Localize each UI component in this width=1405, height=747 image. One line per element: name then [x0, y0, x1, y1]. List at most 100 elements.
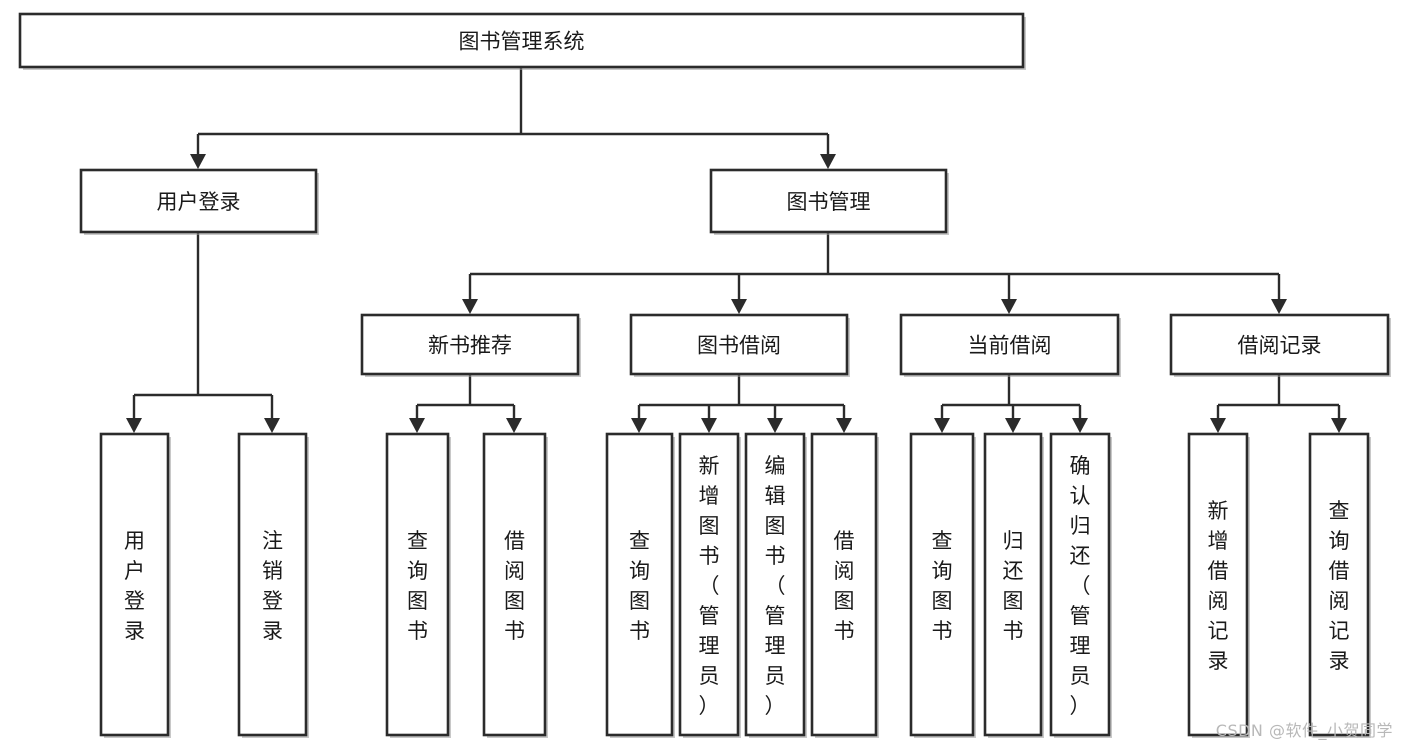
node-current-borrow[interactable]: 当前借阅	[899, 313, 1121, 377]
connector-bus-root	[198, 67, 828, 136]
connector-bus-new-book-rec	[417, 374, 514, 407]
node-label-char: 记	[1208, 619, 1229, 643]
node-label: 图书借阅	[697, 334, 781, 358]
node-label-char: 图	[407, 589, 428, 613]
node-label-char: 还	[1003, 559, 1024, 583]
node-label-char: 书	[932, 619, 953, 643]
arrow-to-leaf-add-record	[1210, 405, 1226, 433]
node-label-char: 录	[262, 619, 283, 643]
node-root[interactable]: 图书管理系统	[18, 12, 1026, 70]
connector-bus-user-login	[134, 232, 272, 397]
node-label-char: 增	[699, 484, 720, 508]
node-book-borrow[interactable]: 图书借阅	[629, 313, 850, 377]
node-label-char: 归	[1003, 529, 1024, 553]
node-label-char: 理	[699, 634, 720, 658]
node-label-char: ）	[1070, 694, 1091, 718]
node-label: 图书管理系统	[459, 30, 585, 54]
node-label-char: 新	[699, 454, 720, 478]
node-label-char: 员	[765, 664, 786, 688]
node-label-char: 图	[834, 589, 855, 613]
node-label-char: 确	[1070, 454, 1091, 478]
node-label-char: 记	[1329, 619, 1350, 643]
node-label: 当前借阅	[968, 334, 1052, 358]
arrow-to-leaf-add-book	[701, 405, 717, 433]
node-label-char: ）	[765, 694, 786, 718]
node-label-char: （	[699, 574, 720, 598]
arrow-to-leaf-return-book	[1005, 405, 1021, 433]
arrow-to-leaf-confirm-return	[1072, 405, 1088, 433]
node-label-char: 销	[262, 559, 283, 583]
node-label-char: 编	[765, 454, 786, 478]
nodes-layer: 图书管理系统用户登录图书管理新书推荐图书借阅当前借阅借阅记录用户登录注销登录查询…	[18, 12, 1391, 738]
node-borrow-record[interactable]: 借阅记录	[1169, 313, 1391, 377]
node-label-char: 书	[699, 544, 720, 568]
node-label-char: 图	[1003, 589, 1024, 613]
node-label-char: 图	[629, 589, 650, 613]
connector-bus-book-borrow	[639, 374, 844, 407]
node-label-char: 图	[699, 514, 720, 538]
node-label-char: 书	[765, 544, 786, 568]
node-label-char: 书	[504, 619, 525, 643]
node-label-char: 询	[932, 559, 953, 583]
arrow-to-leaf-edit-book	[767, 405, 783, 433]
node-label-char: 还	[1070, 544, 1091, 568]
node-label-char: 查	[407, 529, 428, 553]
node-label-char: 归	[1070, 514, 1091, 538]
node-label-char: 图	[932, 589, 953, 613]
node-label-char: 注	[262, 529, 283, 553]
node-label-char: 用	[124, 529, 145, 553]
node-leaf-user-login[interactable]: 用户登录	[99, 432, 171, 738]
node-label-char: 阅	[1208, 589, 1229, 613]
node-label-char: 查	[1329, 499, 1350, 523]
node-label-char: 管	[699, 604, 720, 628]
arrow-to-current-borrow	[1001, 274, 1017, 314]
node-label-char: 阅	[1329, 589, 1350, 613]
node-label-char: 录	[1329, 649, 1350, 673]
arrow-to-leaf-query-book-1	[409, 405, 425, 433]
node-label-char: （	[765, 574, 786, 598]
arrow-to-leaf-query-book-3	[934, 405, 950, 433]
node-label-char: 图	[504, 589, 525, 613]
node-label-char: 管	[1070, 604, 1091, 628]
node-label-char: 登	[124, 589, 145, 613]
node-label-char: 管	[765, 604, 786, 628]
node-label-char: 认	[1070, 484, 1091, 508]
node-label-char: 询	[1329, 529, 1350, 553]
node-label-char: 员	[1070, 664, 1091, 688]
arrow-to-leaf-borrow-book-1	[506, 405, 522, 433]
node-label-char: 员	[699, 664, 720, 688]
node-label-char: 理	[765, 634, 786, 658]
connector-bus-current-borrow	[942, 374, 1080, 407]
node-label-char: 查	[629, 529, 650, 553]
node-label-char: 阅	[834, 559, 855, 583]
node-label-char: 辑	[765, 484, 786, 508]
arrow-to-new-book-rec	[462, 274, 478, 314]
node-label-char: 书	[629, 619, 650, 643]
arrow-to-leaf-borrow-book-2	[836, 405, 852, 433]
node-label: 图书管理	[787, 190, 871, 214]
node-label-char: 书	[407, 619, 428, 643]
node-label-char: 询	[407, 559, 428, 583]
node-label-char: 录	[1208, 649, 1229, 673]
node-label-char: 借	[1208, 559, 1229, 583]
arrow-to-leaf-query-book-2	[631, 405, 647, 433]
node-label-char: 借	[834, 529, 855, 553]
node-new-book-rec[interactable]: 新书推荐	[360, 313, 581, 377]
node-label-char: 阅	[504, 559, 525, 583]
node-book-manage[interactable]: 图书管理	[709, 168, 949, 235]
node-label-char: ）	[699, 694, 720, 718]
node-user-login[interactable]: 用户登录	[79, 168, 319, 235]
